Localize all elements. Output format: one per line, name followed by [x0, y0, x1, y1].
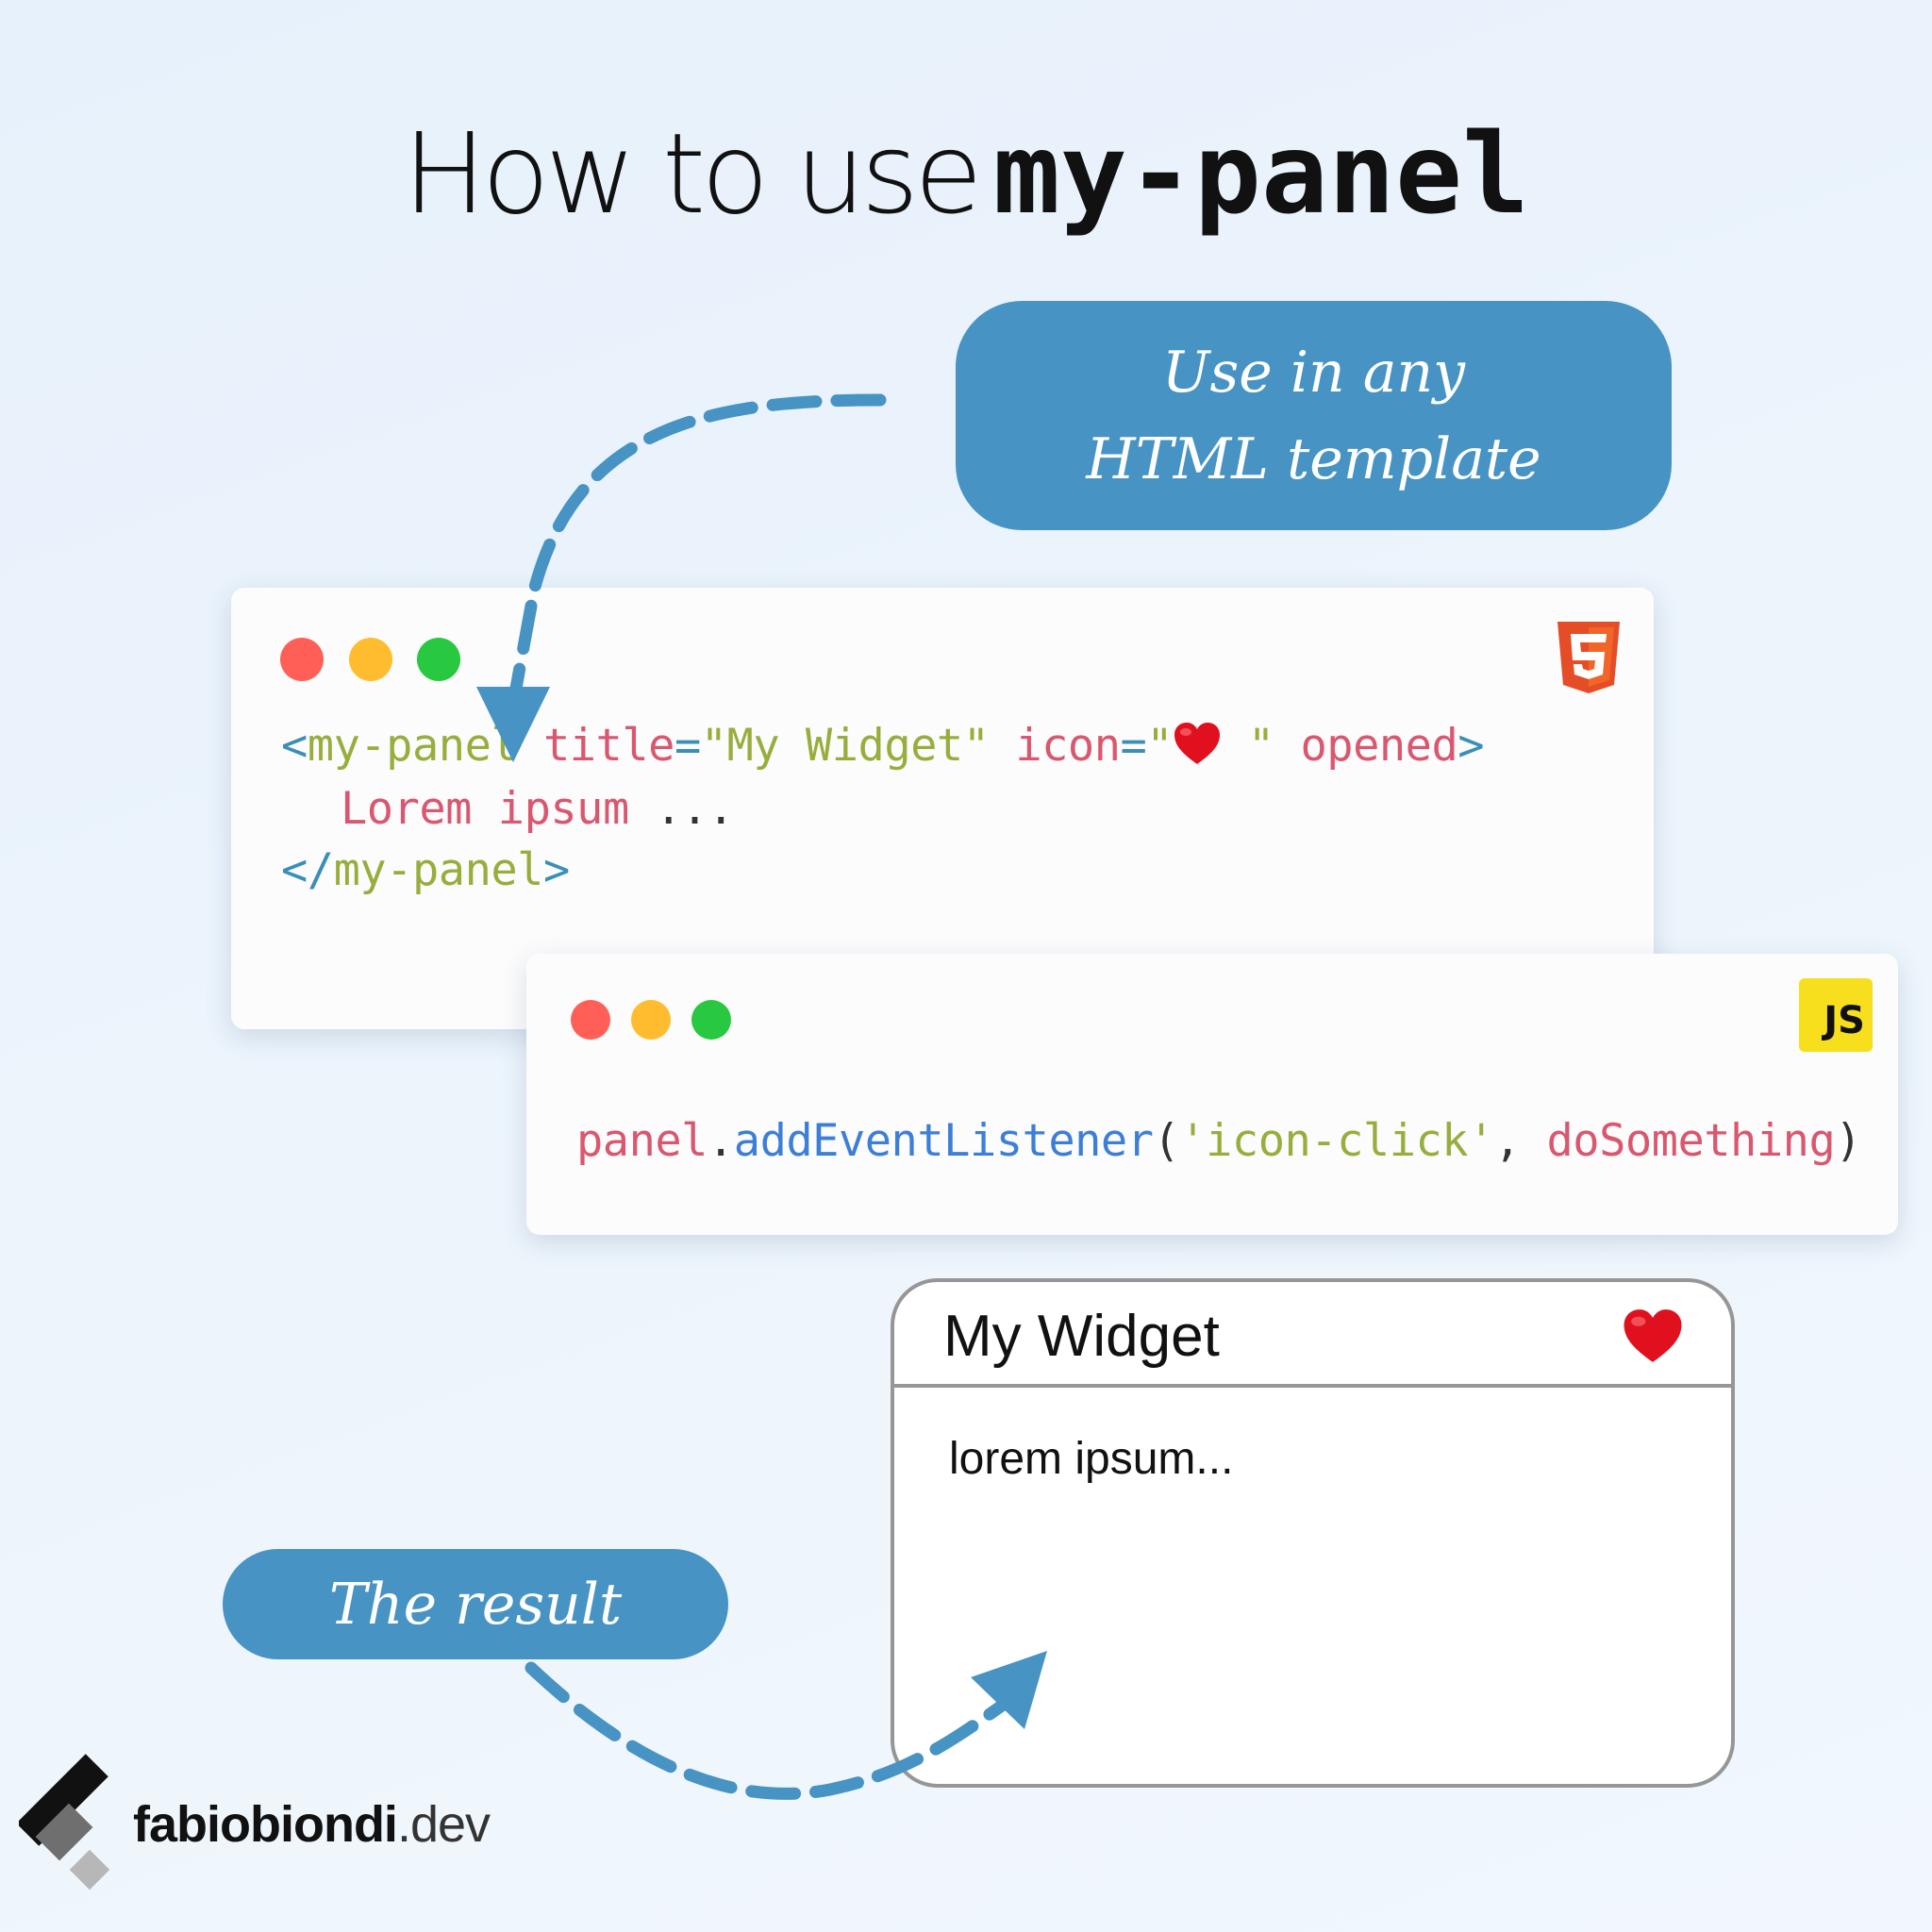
html5-logo-icon — [1557, 622, 1620, 698]
html-line-1: <my-panel title="My Widget" icon=" " ope… — [281, 720, 1485, 777]
widget-body: lorem ipsum... — [949, 1434, 1234, 1484]
html-line-2: Lorem ipsum ... — [341, 783, 734, 835]
tag-close-bracket: > — [542, 844, 570, 896]
brand-tld: .dev — [396, 1796, 491, 1853]
js-dot: . — [707, 1115, 734, 1167]
attr-opened: opened — [1300, 720, 1458, 772]
callout-use-in-template: Use in any HTML template — [956, 301, 1672, 530]
html-line-3: </my-panel> — [281, 844, 570, 896]
tag-open-bracket: </ — [281, 844, 334, 896]
callout-the-result: The result — [223, 1549, 728, 1659]
js-event-name: 'icon-click' — [1179, 1115, 1494, 1167]
js-code-card: JS panel.addEventListener('icon-click', … — [526, 954, 1898, 1235]
window-minimize-dot — [349, 638, 392, 681]
content-ellipsis: ... — [655, 783, 735, 835]
tag-name: my-panel — [307, 720, 518, 772]
js-comma: , — [1493, 1115, 1521, 1167]
brand-name[interactable]: fabiobiondi.dev — [133, 1795, 491, 1854]
callout-line-1: Use in any — [1161, 339, 1466, 406]
js-paren: ) — [1835, 1115, 1862, 1167]
js-object: panel — [576, 1115, 708, 1167]
js-logo-icon: JS — [1799, 978, 1873, 1052]
widget-header: My Widget — [894, 1282, 1731, 1388]
tag-open-bracket: < — [281, 720, 308, 772]
attr-title: title — [542, 720, 675, 772]
brand-logo — [16, 1750, 123, 1906]
window-maximize-dot — [417, 638, 460, 681]
attr-title-value: "My Widget" — [700, 720, 990, 772]
rendered-widget: My Widget lorem ipsum... — [891, 1278, 1735, 1788]
heart-icon — [1173, 721, 1222, 777]
tag-close-bracket: > — [1457, 720, 1485, 772]
attr-icon-quote: " — [1222, 720, 1274, 772]
window-minimize-dot — [631, 1000, 671, 1040]
window-maximize-dot — [691, 1000, 731, 1040]
content-text: Lorem ipsum — [341, 783, 629, 835]
tag-name: my-panel — [333, 844, 544, 896]
js-handler: doSomething — [1546, 1115, 1836, 1167]
js-method: addEventListener — [733, 1115, 1154, 1167]
heart-icon[interactable] — [1622, 1307, 1684, 1370]
callout-result-text: The result — [328, 1571, 623, 1638]
widget-title: My Widget — [943, 1304, 1220, 1369]
attr-icon: icon — [1015, 720, 1121, 772]
window-close-dot — [571, 1000, 610, 1040]
js-code-line: panel.addEventListener('icon-click', doS… — [576, 1115, 1862, 1167]
attr-icon-quote: " — [1146, 720, 1174, 772]
title-plain: How to use — [402, 108, 983, 239]
title-code: my-panel — [992, 108, 1530, 239]
window-close-dot — [280, 638, 324, 681]
js-paren: ( — [1153, 1115, 1180, 1167]
attr-equals: = — [1120, 720, 1147, 772]
callout-line-2: HTML template — [1086, 425, 1541, 492]
attr-equals: = — [674, 720, 701, 772]
brand-name-main: fabiobiondi — [133, 1796, 398, 1853]
